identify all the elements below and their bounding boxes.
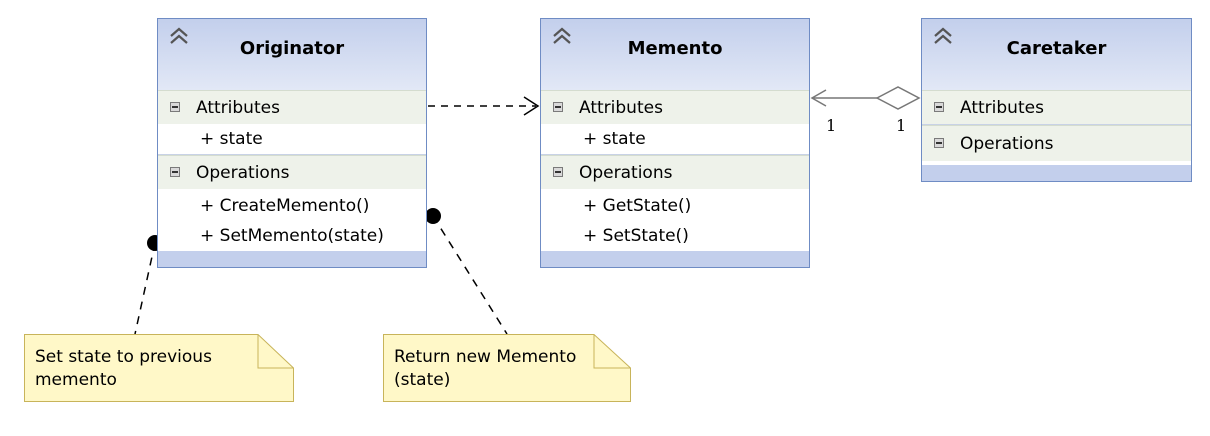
operation-item: + CreateMemento() (158, 191, 426, 221)
collapse-toggle-icon[interactable] (553, 102, 563, 112)
attributes-compartment-header[interactable]: Attributes (922, 90, 1191, 124)
class-name: Memento (627, 38, 723, 59)
collapse-toggle-icon[interactable] (934, 102, 944, 112)
operation-item: + SetMemento(state) (158, 221, 426, 251)
caretaker-multiplicity: 1 (896, 116, 907, 135)
dependency-arrowhead (523, 96, 540, 116)
note-text: Return new Memento (state) (394, 346, 576, 392)
attributes-label: Attributes (196, 98, 280, 118)
collapse-toggle-icon[interactable] (553, 167, 563, 177)
collapse-toggle-icon[interactable] (170, 102, 180, 112)
operations-compartment-header[interactable]: Operations (541, 155, 809, 189)
attributes-compartment-header[interactable]: Attributes (541, 90, 809, 124)
note-text: Set state to previous memento (35, 346, 212, 392)
operations-compartment-header[interactable]: Operations (922, 125, 1191, 161)
note-line: Return new Memento (394, 347, 577, 367)
collapse-chevron-icon[interactable] (168, 27, 190, 45)
note-anchor-line (432, 215, 508, 335)
class-caretaker[interactable]: Caretaker Attributes Operations (921, 18, 1192, 182)
aggregation-arrowhead (810, 89, 827, 107)
memento-multiplicity: 1 (826, 116, 837, 135)
collapse-chevron-icon[interactable] (551, 27, 573, 45)
class-originator[interactable]: Originator Attributes + state Operations… (157, 18, 427, 268)
note-line: (state) (394, 370, 451, 390)
class-header: Caretaker (922, 19, 1191, 91)
note-return-memento[interactable]: Return new Memento (state) (383, 334, 631, 402)
attribute-item: + state (541, 124, 809, 154)
note-anchor-line (134, 242, 156, 335)
class-memento[interactable]: Memento Attributes + state Operations + … (540, 18, 810, 268)
note-shape (383, 334, 631, 402)
operations-label: Operations (960, 134, 1054, 154)
note-shape (24, 334, 294, 402)
attribute-item: + state (158, 124, 426, 154)
aggregation-diamond (875, 86, 921, 110)
class-header: Memento (541, 19, 809, 91)
attributes-label: Attributes (960, 98, 1044, 118)
operations-label: Operations (196, 163, 290, 183)
class-name: Caretaker (1006, 38, 1107, 59)
class-footer (158, 251, 426, 267)
note-set-state[interactable]: Set state to previous memento (24, 334, 294, 402)
collapse-toggle-icon[interactable] (934, 138, 944, 148)
operation-item: + GetState() (541, 191, 809, 221)
note-line: Set state to previous (35, 347, 212, 367)
class-footer (541, 251, 809, 267)
note-line: memento (35, 370, 117, 390)
class-name: Originator (239, 38, 345, 59)
collapse-toggle-icon[interactable] (170, 167, 180, 177)
attributes-compartment-header[interactable]: Attributes (158, 90, 426, 124)
operations-compartment-header[interactable]: Operations (158, 155, 426, 189)
operations-label: Operations (579, 163, 673, 183)
class-footer (922, 165, 1191, 181)
attributes-label: Attributes (579, 98, 663, 118)
class-header: Originator (158, 19, 426, 91)
operation-item: + SetState() (541, 221, 809, 251)
collapse-chevron-icon[interactable] (932, 27, 954, 45)
